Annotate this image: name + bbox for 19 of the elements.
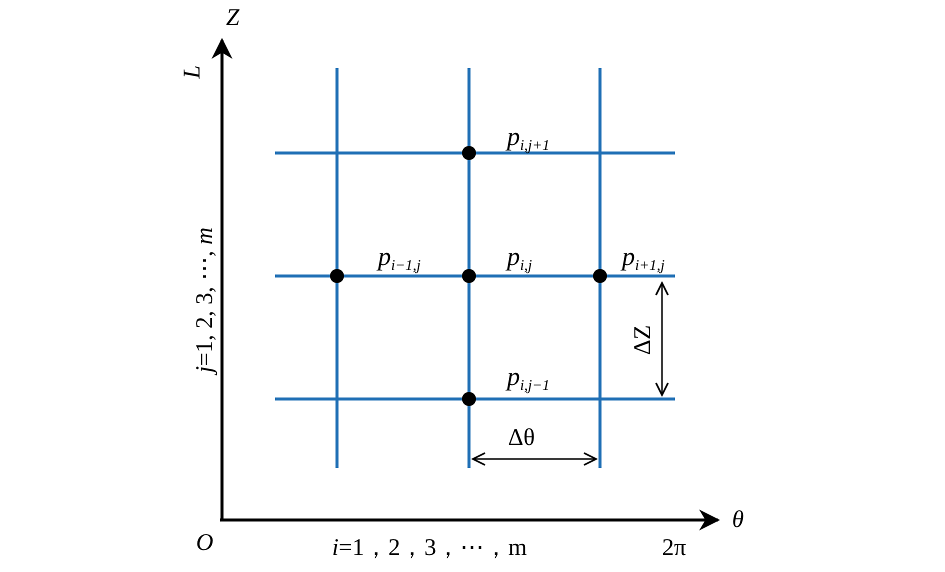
point-label: p$_{i+1,j}$ (622, 244, 665, 274)
dimension-label: ΔZ (631, 324, 656, 356)
grid-point (330, 269, 344, 283)
dimension-label: Δθ (508, 426, 535, 450)
index-range-label: j=1, 2, 3, ⋯, m (192, 227, 217, 373)
point-label: p$_{i−1,j}$ (378, 244, 421, 274)
axis-label: θ (732, 508, 744, 532)
point-label: p$_{i,j−1}$ (507, 364, 550, 394)
grid-point (462, 392, 476, 406)
index-range-label: i=1，2，3，⋯，m (332, 536, 527, 560)
axis-label: L (180, 65, 204, 79)
grid-point (462, 269, 476, 283)
axis-label: Z (226, 6, 240, 30)
axis-end-label: 2π (662, 536, 686, 560)
point-label: p$_{i,j}$ (507, 244, 532, 274)
point-label: p$_{i,j+1}$ (507, 124, 550, 154)
grid-point (593, 269, 607, 283)
grid-point (462, 146, 476, 160)
origin-label: O (196, 531, 214, 555)
